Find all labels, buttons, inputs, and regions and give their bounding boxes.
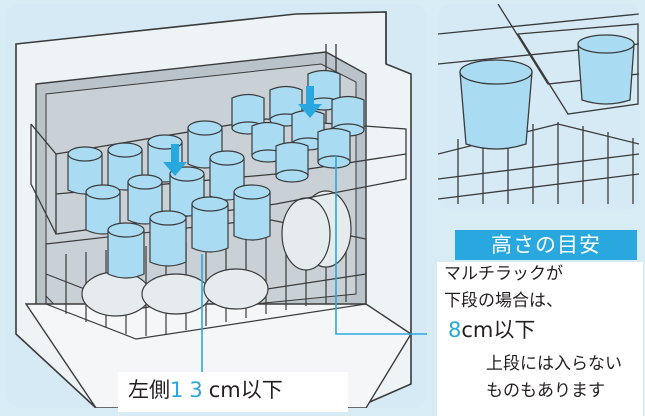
left-prefix: 左側	[128, 378, 170, 402]
height-limit-8cm: 8cm以下	[448, 318, 535, 342]
cup-icon	[459, 34, 635, 150]
rack-detail-illustration	[438, 4, 639, 210]
height-number: 8	[448, 318, 462, 342]
leader-line	[201, 156, 427, 382]
left-unit: cm以下	[208, 378, 283, 402]
callout-sub-1: 上段には入らない	[486, 354, 622, 374]
callout-line-2: 下段の場合は、	[444, 291, 563, 311]
height-unit: cm以下	[461, 318, 536, 342]
left-label-area	[118, 372, 348, 412]
callout-line-1: マルチラックが	[444, 264, 563, 284]
side-label-area	[437, 262, 643, 416]
height-guide-badge: 高さの目安	[455, 230, 637, 260]
dishwasher-drawing	[15, 11, 427, 408]
rack-detail-drawing	[438, 4, 639, 204]
callout-sub-2: ものもあります	[486, 381, 605, 401]
down-arrow-icon	[163, 86, 322, 176]
left-number: 13	[170, 378, 209, 402]
left-height-limit: 左側13cm以下	[128, 378, 283, 402]
dishwasher-illustration	[6, 4, 427, 408]
